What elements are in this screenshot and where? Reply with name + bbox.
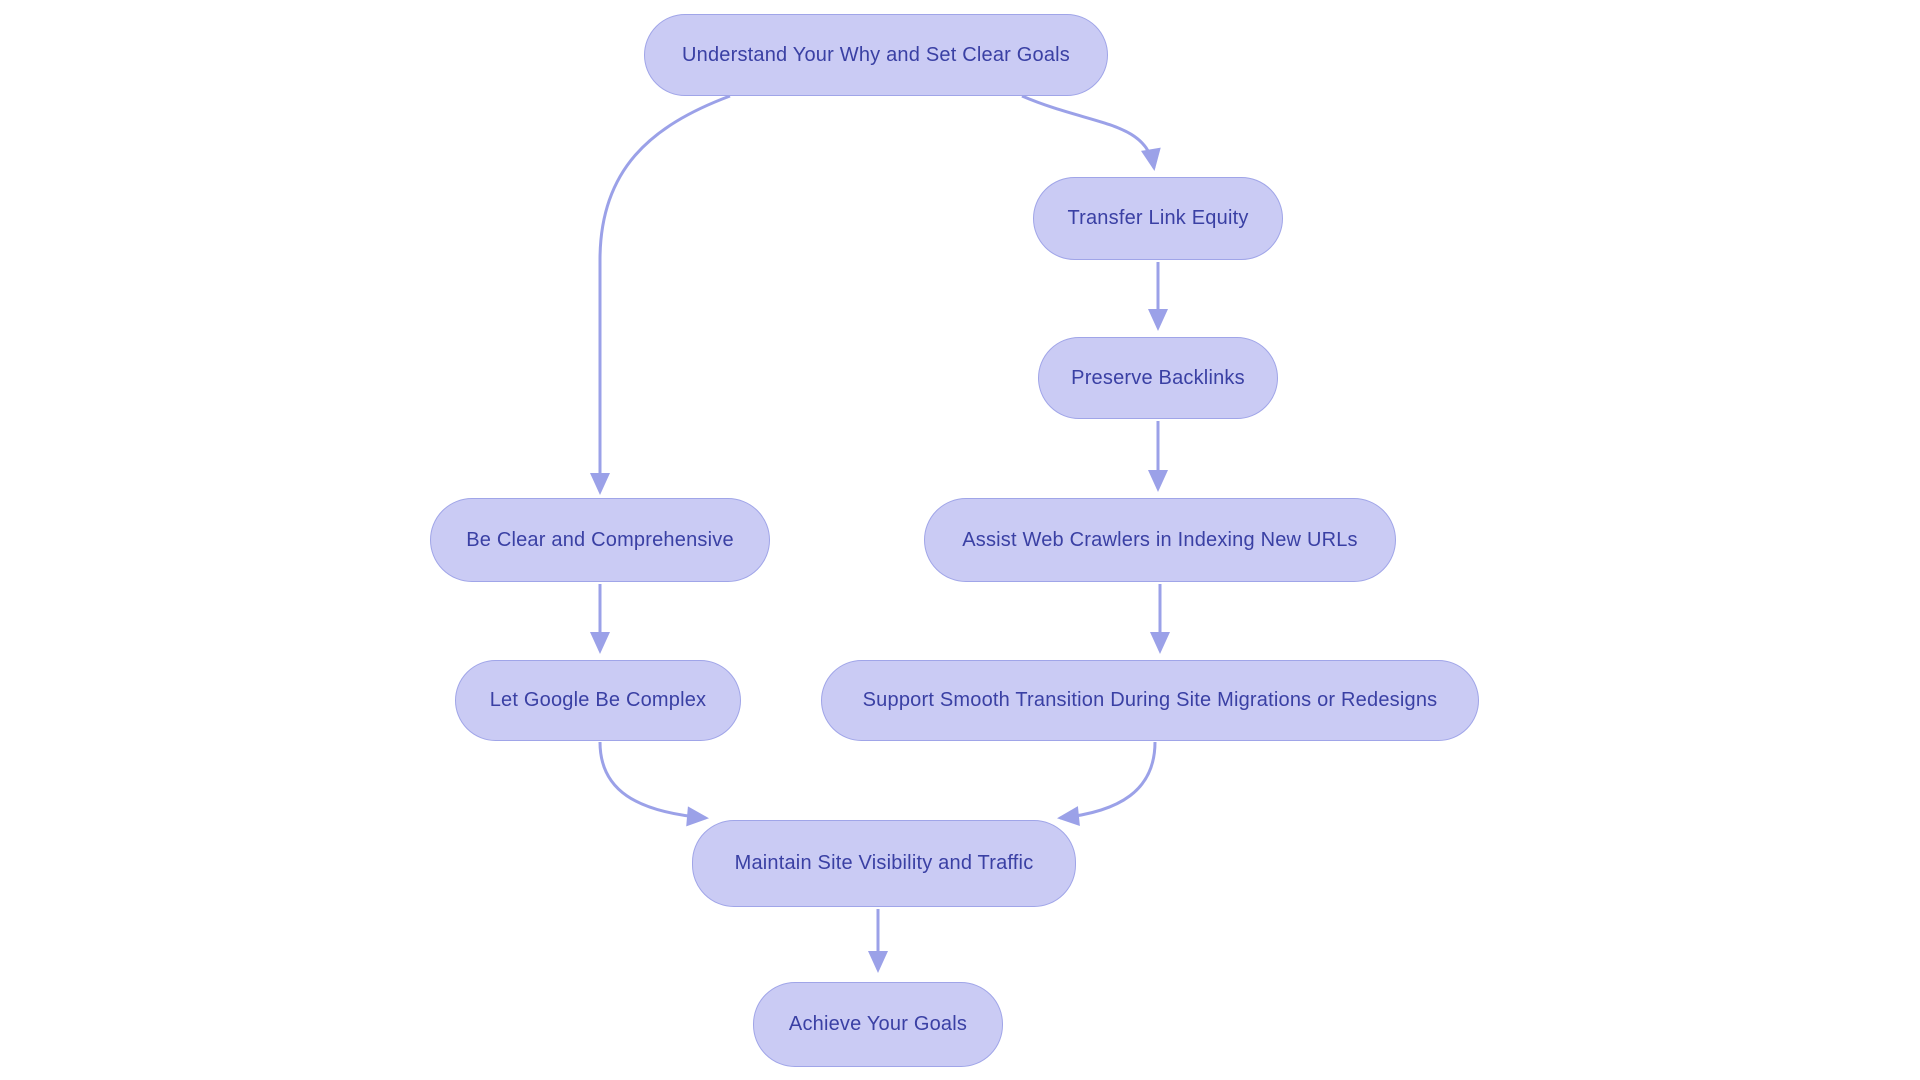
flowchart-node-understand-your-why: Understand Your Why and Set Clear Goals [644,14,1108,96]
edge-understand-to-transfer [1021,94,1161,171]
edge-support-to-maintain [1057,741,1157,827]
flowchart-node-be-clear-and-comprehensive: Be Clear and Comprehensive [430,498,770,582]
flowchart-node-support-smooth-transition: Support Smooth Transition During Site Mi… [821,660,1479,741]
flowchart-node-achieve-your-goals: Achieve Your Goals [753,982,1003,1067]
flowchart-node-let-google-be-complex: Let Google Be Complex [455,660,741,741]
flowchart-node-assist-web-crawlers: Assist Web Crawlers in Indexing New URLs [924,498,1396,582]
edge-google-to-maintain [598,741,709,827]
flowchart-node-maintain-site-visibility: Maintain Site Visibility and Traffic [692,820,1076,907]
flowchart-node-transfer-link-equity: Transfer Link Equity [1033,177,1283,260]
flowchart-node-preserve-backlinks: Preserve Backlinks [1038,337,1278,419]
edge-understand-to-clear [590,94,731,495]
